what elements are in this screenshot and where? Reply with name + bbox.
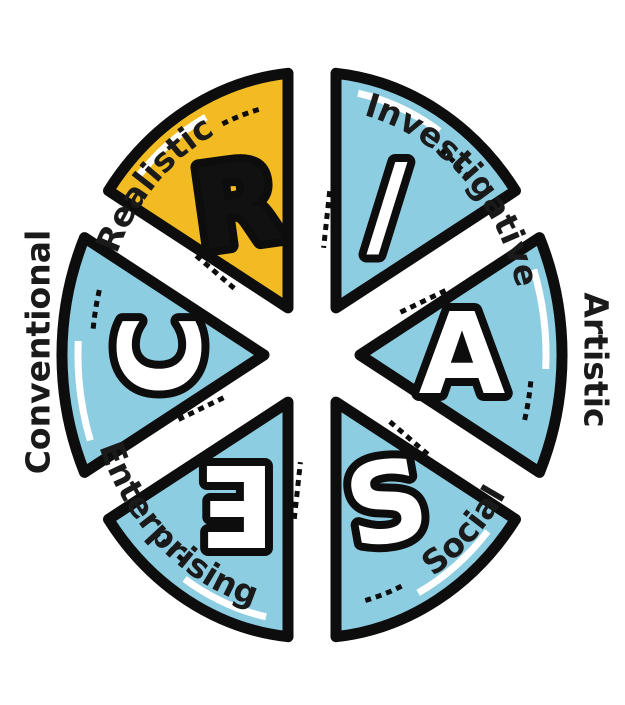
wedge-conventional-shine xyxy=(74,340,94,442)
wedge-artistic-shine xyxy=(530,268,550,370)
wedge-investigative: / xyxy=(321,67,521,314)
wedge-realistic-dashes xyxy=(194,107,260,292)
wedge-enterprising-dashes xyxy=(151,461,303,562)
wedge-investigative-letter: / xyxy=(367,141,408,271)
wedge-realistic: R xyxy=(103,67,297,314)
wedge-investigative-body xyxy=(330,67,521,314)
wedge-artistic-body xyxy=(354,232,568,478)
wedge-investigative-dashes xyxy=(321,148,473,249)
wedge-social-shine xyxy=(416,529,491,596)
wedge-social-dashes xyxy=(364,418,430,603)
wedge-artistic-letter: A xyxy=(419,290,506,420)
wedge-conventional-dashes xyxy=(90,284,226,422)
label-conventional: Conventional xyxy=(19,230,58,475)
wedge-realistic-body xyxy=(103,67,294,314)
wedge-artistic-dashes xyxy=(398,288,534,426)
wedge-conventional: C xyxy=(56,232,270,478)
wedge-enterprising: E xyxy=(103,396,303,643)
label-artistic: Artistic xyxy=(577,292,616,427)
wedge-social: S xyxy=(328,396,521,643)
wedge-enterprising-shine xyxy=(182,576,267,621)
wedge-realistic-shine xyxy=(133,114,208,181)
wedge-realistic-letter: R xyxy=(185,136,289,277)
wedge-artistic: A xyxy=(354,232,568,478)
wedge-enterprising-letter: E xyxy=(199,439,276,569)
wedge-conventional-letter: C xyxy=(97,314,227,396)
wedge-conventional-body xyxy=(56,232,270,478)
wedge-enterprising-body xyxy=(103,396,294,643)
wedge-social-body xyxy=(330,396,521,643)
wedge-investigative-shine xyxy=(357,89,442,134)
